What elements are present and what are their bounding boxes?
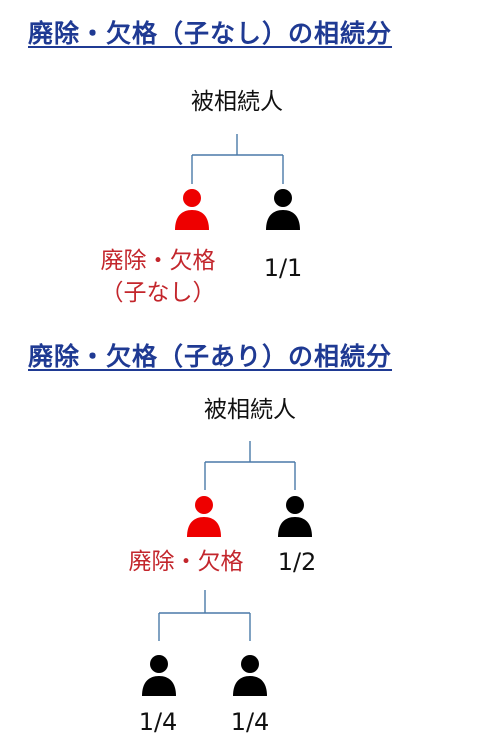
excluded-person-icon xyxy=(175,189,209,230)
heir-person-icon xyxy=(278,496,312,537)
section2-heading: 廃除・欠格（子あり）の相続分 xyxy=(28,342,393,371)
grandchild2-share: 1/4 xyxy=(230,708,270,736)
grandchild-person-icon xyxy=(233,655,267,696)
section1-heading: 廃除・欠格（子なし）の相続分 xyxy=(28,19,393,48)
section2-excluded-label: 廃除・欠格 xyxy=(128,549,244,575)
grandchild1-share: 1/4 xyxy=(138,708,178,736)
grandchild-person-icon xyxy=(142,655,176,696)
section1-heir-share: 1/1 xyxy=(263,254,303,282)
section1-excluded-label: 廃除・欠格 （子なし） xyxy=(101,245,216,309)
section1-decedent-label: 被相続人 xyxy=(191,89,283,115)
section1-excluded-label-line1: 廃除・欠格 xyxy=(100,248,216,274)
heir-person-icon xyxy=(266,189,300,230)
section1-excluded-label-line2: （子なし） xyxy=(100,280,216,306)
section2-heir-share: 1/2 xyxy=(277,548,317,576)
section2-decedent-label: 被相続人 xyxy=(204,397,296,423)
excluded-person-icon xyxy=(187,496,221,537)
